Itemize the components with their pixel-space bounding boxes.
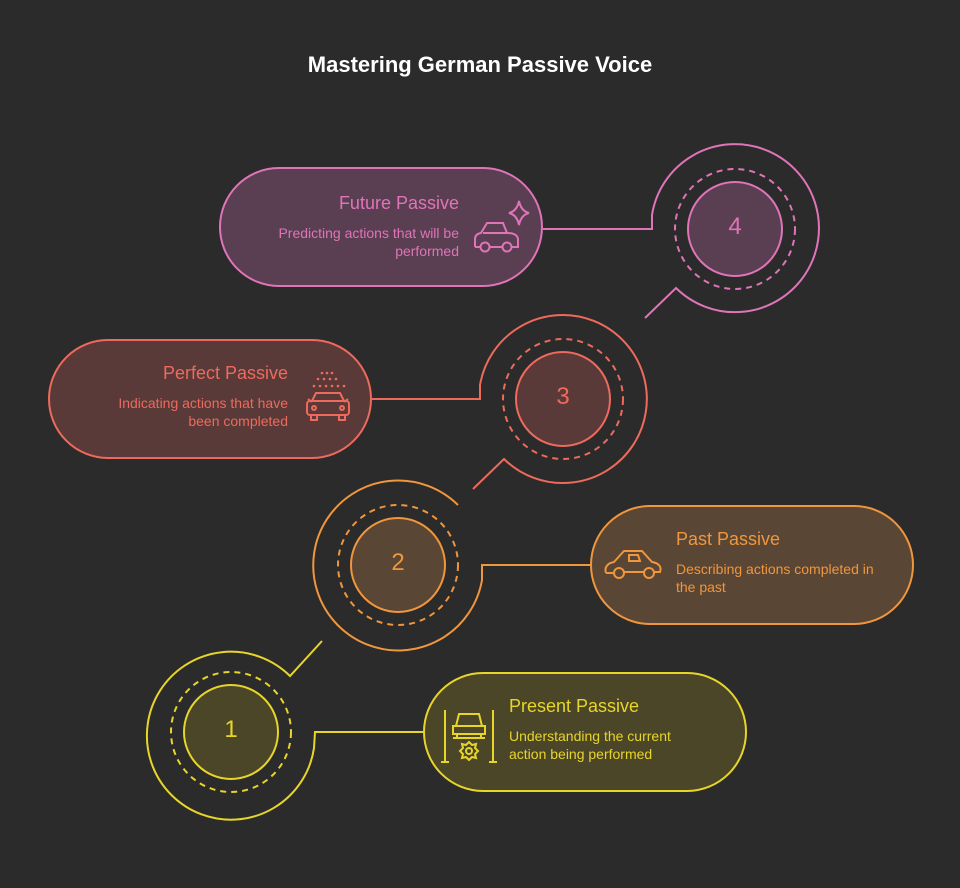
step-4-title: Future Passive — [338, 193, 459, 213]
step-2-ring — [312, 479, 590, 652]
step-1-description: Understanding the current action being p… — [509, 728, 671, 762]
step-4-card: Future Passive Predicting actions that w… — [219, 167, 543, 287]
step-1-ring — [145, 640, 423, 821]
step-4-description: Predicting actions that will be performe… — [278, 225, 459, 259]
step-3-title: Perfect Passive — [162, 363, 288, 383]
step-3-card: Perfect Passive Indicating actions that … — [48, 339, 372, 459]
step-2-card: Past Passive Describing actions complete… — [590, 505, 914, 625]
step-3-number: 3 — [556, 383, 570, 410]
car-icon — [604, 550, 662, 579]
step-2-description: Describing actions completed in the past — [676, 561, 874, 595]
step-3-ring — [372, 314, 648, 490]
car-wash-icon — [306, 371, 350, 421]
step-4-number: 4 — [728, 213, 742, 240]
step-3-description: Indicating actions that have been comple… — [118, 395, 288, 429]
step-4-ring — [543, 143, 820, 319]
page-title: Mastering German Passive Voice — [307, 52, 653, 77]
step-2-title: Past Passive — [676, 529, 781, 549]
step-2-number: 2 — [391, 549, 405, 576]
step-1-title: Present Passive — [509, 696, 640, 716]
step-1-number: 1 — [224, 716, 238, 743]
car-sparkle-icon — [474, 200, 530, 253]
car-lift-gear-icon — [441, 710, 497, 763]
step-1-card: Present Passive Understanding the curren… — [423, 672, 747, 792]
